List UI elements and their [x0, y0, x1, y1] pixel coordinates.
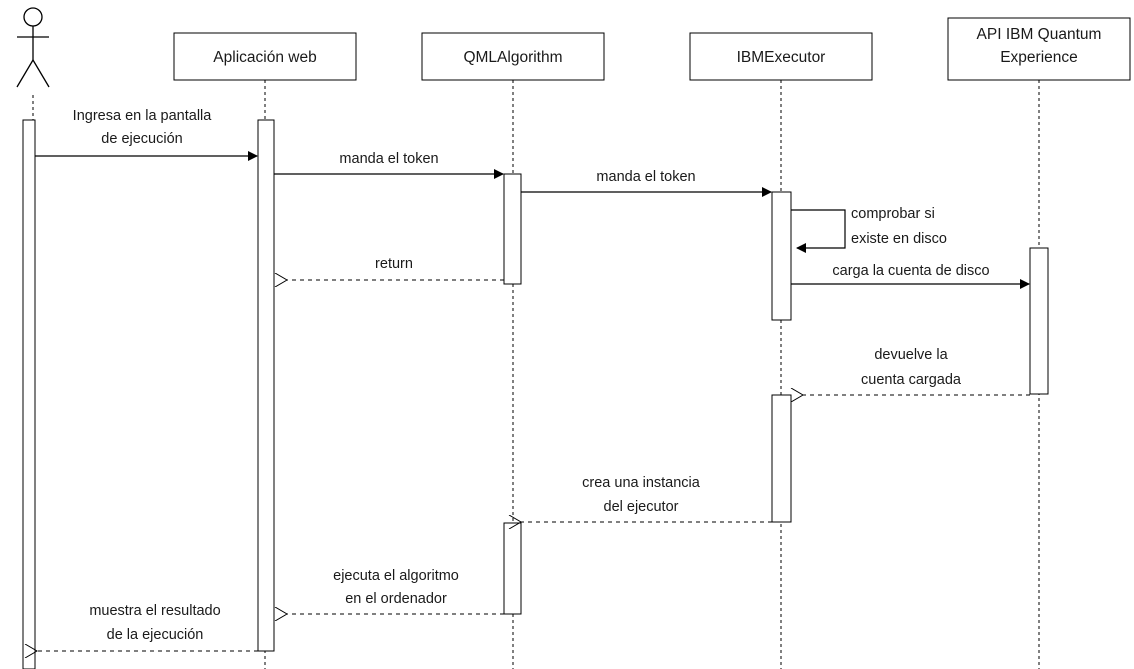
- message-label: de la ejecución: [107, 627, 204, 643]
- activation-api: [1029, 247, 1049, 395]
- message-self-comprobar: comprobar si existe en disco: [791, 206, 947, 253]
- actor-head: [23, 7, 43, 27]
- message-devuelve: devuelve la cuenta cargada: [803, 347, 1030, 395]
- participant-ibm: IBMExecutor: [689, 32, 873, 81]
- message-ejecuta-algoritmo: ejecuta el algoritmo en el ordenador: [287, 568, 504, 614]
- activations: [22, 119, 1049, 669]
- participant-label: IBMExecutor: [737, 49, 826, 66]
- actor-left-leg: [16, 59, 34, 88]
- message-label: comprobar si: [851, 206, 935, 222]
- message-muestra-resultado: muestra el resultado de la ejecución: [37, 603, 258, 651]
- message-label: muestra el resultado: [89, 603, 220, 619]
- activation-ibm-2: [771, 394, 792, 523]
- participant-box: [947, 17, 1131, 81]
- activation-actor: [22, 119, 36, 669]
- participant-box: [689, 32, 873, 81]
- message-arrow: [791, 209, 846, 253]
- activation-web: [257, 119, 275, 652]
- message-label: return: [375, 256, 413, 272]
- message-label: devuelve la: [874, 347, 948, 363]
- participant-api: API IBM Quantum Experience: [947, 17, 1131, 81]
- message-label: existe en disco: [851, 231, 947, 247]
- message-label: manda el token: [339, 151, 438, 167]
- participant-web: Aplicación web: [173, 32, 357, 81]
- actor-right-leg: [32, 59, 50, 88]
- message-label: del ejecutor: [604, 499, 679, 515]
- actor-stick-figure: [16, 7, 50, 88]
- message-manda-token-1: manda el token: [274, 151, 504, 179]
- message-return: return: [287, 256, 504, 280]
- participant-label: Aplicación web: [213, 49, 316, 66]
- message-manda-token-2: manda el token: [521, 169, 772, 197]
- activation-ibm-1: [771, 191, 792, 321]
- message-crea-instancia: crea una instancia del ejecutor: [521, 475, 772, 522]
- participant-label: QMLAlgorithm: [463, 49, 562, 66]
- message-label: Ingresa en la pantalla: [73, 108, 213, 124]
- participant-label: Experience: [1000, 49, 1078, 66]
- message-label: de ejecución: [101, 131, 182, 147]
- message-label: manda el token: [596, 169, 695, 185]
- participant-qml: QMLAlgorithm: [421, 32, 605, 81]
- activation-qml-1: [503, 173, 522, 285]
- message-ingresa: Ingresa en la pantalla de ejecución: [35, 108, 258, 161]
- participant-box: [421, 32, 605, 81]
- participant-box: [173, 32, 357, 81]
- message-label: en el ordenador: [345, 591, 447, 607]
- message-label: ejecuta el algoritmo: [333, 568, 459, 584]
- participant-label: API IBM Quantum: [977, 26, 1102, 43]
- message-label: cuenta cargada: [861, 372, 962, 388]
- activation-qml-2: [503, 522, 522, 615]
- message-label: crea una instancia: [582, 475, 701, 491]
- message-label: carga la cuenta de disco: [832, 263, 989, 279]
- message-carga-cuenta: carga la cuenta de disco: [791, 263, 1030, 289]
